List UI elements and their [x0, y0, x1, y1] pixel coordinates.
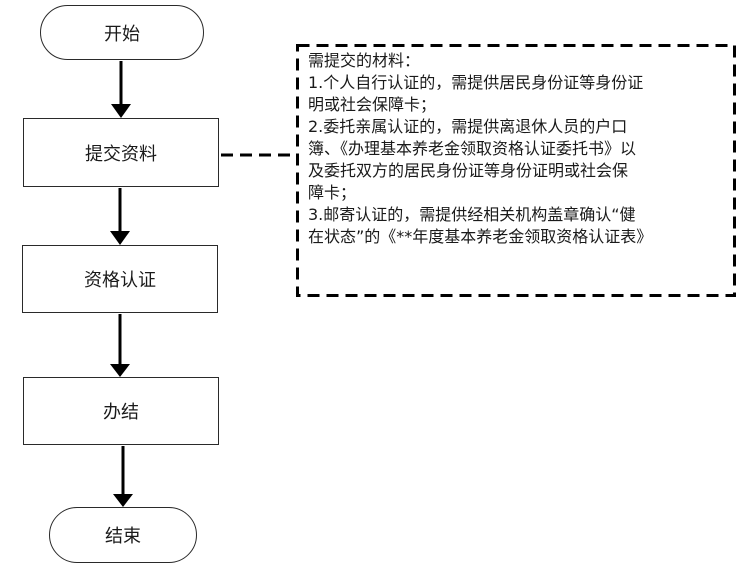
- arrow-step1-to-step2: [110, 188, 130, 245]
- arrow-start-to-step1: [111, 61, 131, 118]
- arrow-step2-to-step3: [110, 314, 130, 377]
- process-completion: 办结: [23, 377, 219, 445]
- start-terminal: 开始: [40, 5, 204, 60]
- note-line: 1.个人自行认证的，需提供居民身份证等身份证: [308, 73, 644, 92]
- process-submit-materials: 提交资料: [23, 118, 219, 187]
- note-line: 及委托双方的居民身份证等身份证明或社会保: [308, 161, 629, 180]
- note-line: 簿、《办理基本养老金领取资格认证委托书》以: [308, 139, 637, 158]
- note-line: 3.邮寄认证的，需提供经相关机构盖章确认“健: [308, 205, 636, 224]
- end-terminal: 结束: [49, 507, 197, 563]
- note-line: 2.委托亲属认证的，需提供离退休人员的户口: [308, 117, 628, 136]
- process-qualification-certification: 资格认证: [22, 245, 218, 313]
- arrow-step3-to-end: [113, 446, 133, 507]
- required-materials-note: 需提交的材料： 1.个人自行认证的，需提供居民身份证等身份证 明或社会保障卡； …: [296, 44, 736, 297]
- note-line: 需提交的材料：: [308, 51, 421, 70]
- step-label: 办结: [103, 402, 139, 423]
- start-label: 开始: [104, 23, 140, 45]
- note-line: 明或社会保障卡；: [308, 95, 437, 114]
- note-line: 在状态”的《**年度基本养老金领取资格认证表》: [308, 227, 653, 246]
- step-label: 资格认证: [84, 270, 156, 291]
- step-label: 提交资料: [85, 143, 157, 165]
- note-line: 障卡；: [308, 183, 357, 202]
- end-label: 结束: [105, 526, 141, 547]
